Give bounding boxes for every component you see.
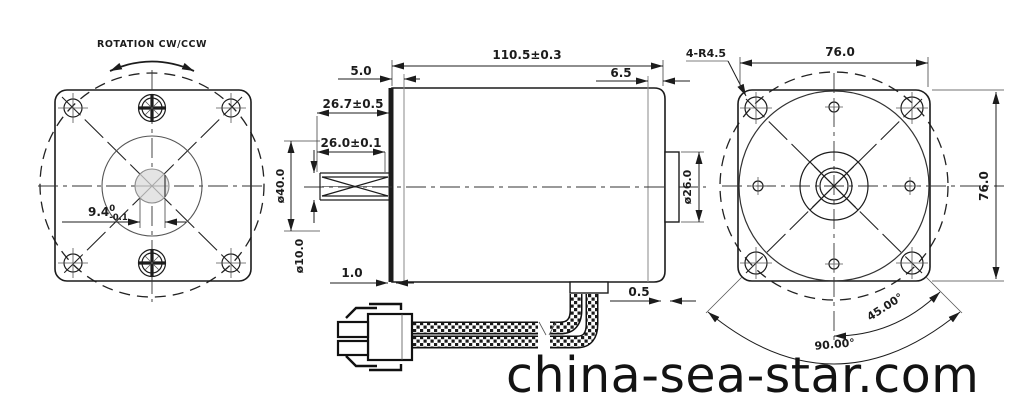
front-screw-top — [137, 93, 167, 123]
dim-front-flange: 5.0 — [338, 64, 420, 83]
dim-shaft-flat-label: 9.40-0.1 — [88, 204, 128, 223]
dim-knurl-length: 26.0±0.1 — [317, 136, 386, 172]
svg-text:26.0±0.1: 26.0±0.1 — [321, 136, 382, 150]
svg-text:6.5: 6.5 — [610, 66, 631, 80]
angle-45-arc — [833, 291, 941, 340]
svg-text:76.0: 76.0 — [825, 45, 855, 59]
dim-pilot-diameter: ø40.0 — [274, 140, 320, 232]
dim-shaft-extension: 26.7±0.5 — [316, 97, 389, 172]
rear-phantom-circle — [719, 71, 949, 301]
dim-overall-length: 110.5±0.3 — [391, 48, 664, 86]
rotation-arrow — [109, 60, 195, 72]
rear-mounting-holes — [740, 92, 928, 279]
front-shaft-section — [134, 168, 170, 204]
rotation-direction-label: ROTATION CW/CCW — [97, 39, 207, 50]
rear-diagonal-2 — [745, 98, 923, 274]
svg-text:110.5±0.3: 110.5±0.3 — [492, 48, 561, 62]
connector-pin-2 — [336, 339, 370, 357]
svg-text:4-R4.5: 4-R4.5 — [686, 47, 726, 60]
rear-hub — [799, 151, 869, 221]
connector-plug — [336, 302, 414, 372]
svg-text:76.0: 76.0 — [977, 171, 991, 201]
front-diagonal-1 — [61, 96, 243, 276]
dim-corner-radius: 4-R4.5 — [686, 47, 747, 97]
watermark: china-sea-star.com — [506, 347, 979, 404]
svg-text:1.0: 1.0 — [341, 266, 362, 280]
svg-text:ø40.0: ø40.0 — [274, 168, 287, 203]
wire-break-mark — [538, 321, 547, 336]
angle-45-label: 45.00° — [865, 291, 906, 324]
connector-latch-bottom — [345, 355, 377, 368]
knurl-cross-2 — [321, 176, 389, 197]
connector-housing — [366, 312, 414, 362]
svg-text:ø10.0: ø10.0 — [293, 238, 306, 273]
dim-front-step: 1.0 — [330, 266, 414, 287]
front-screw-bottom — [137, 248, 167, 278]
dim-shaft-diameter: ø10.0 — [293, 150, 318, 273]
angle-90-label: 90.00° — [814, 336, 855, 352]
rear-diagonal-1 — [745, 98, 923, 274]
connector-pin-1 — [336, 320, 370, 339]
svg-text:ø26.0: ø26.0 — [681, 169, 694, 204]
dim-rear-step: 0.5 — [610, 285, 696, 305]
svg-text:5.0: 5.0 — [350, 64, 371, 78]
dim-rear-width: 76.0 — [739, 45, 929, 87]
front-flange-outline — [54, 89, 252, 282]
front-view: ROTATION CW/CCW — [38, 39, 266, 302]
dim-boss-diameter: ø26.0 — [681, 151, 704, 223]
svg-text:26.7±0.5: 26.7±0.5 — [323, 97, 384, 111]
rear-small-holes — [749, 98, 919, 273]
angle-90-arc — [707, 311, 961, 365]
motor-body-outline — [391, 87, 666, 283]
lead-wires — [408, 294, 599, 349]
dim-rear-height: 76.0 — [932, 89, 1004, 282]
front-diagonal-2 — [61, 96, 243, 276]
rear-view: 4-R4.5 76.0 76.0 45.00° 90.00° — [686, 45, 1004, 365]
front-mounting-holes — [58, 93, 246, 278]
front-pilot-circle — [101, 135, 203, 237]
shaft — [319, 172, 391, 201]
dim-rear-cap: 6.5 — [596, 66, 690, 85]
front-dim-shaft-flat: 9.40-0.1 — [62, 199, 186, 228]
wire-break-mark — [548, 321, 557, 336]
cable-gland — [569, 281, 609, 294]
connector-latch-top — [345, 306, 377, 319]
side-view: 110.5±0.3 5.0 6.5 26.7±0.5 26.0±0.1 ø40.… — [274, 48, 706, 372]
svg-text:0.5: 0.5 — [628, 285, 649, 299]
rear-boss — [664, 151, 680, 223]
